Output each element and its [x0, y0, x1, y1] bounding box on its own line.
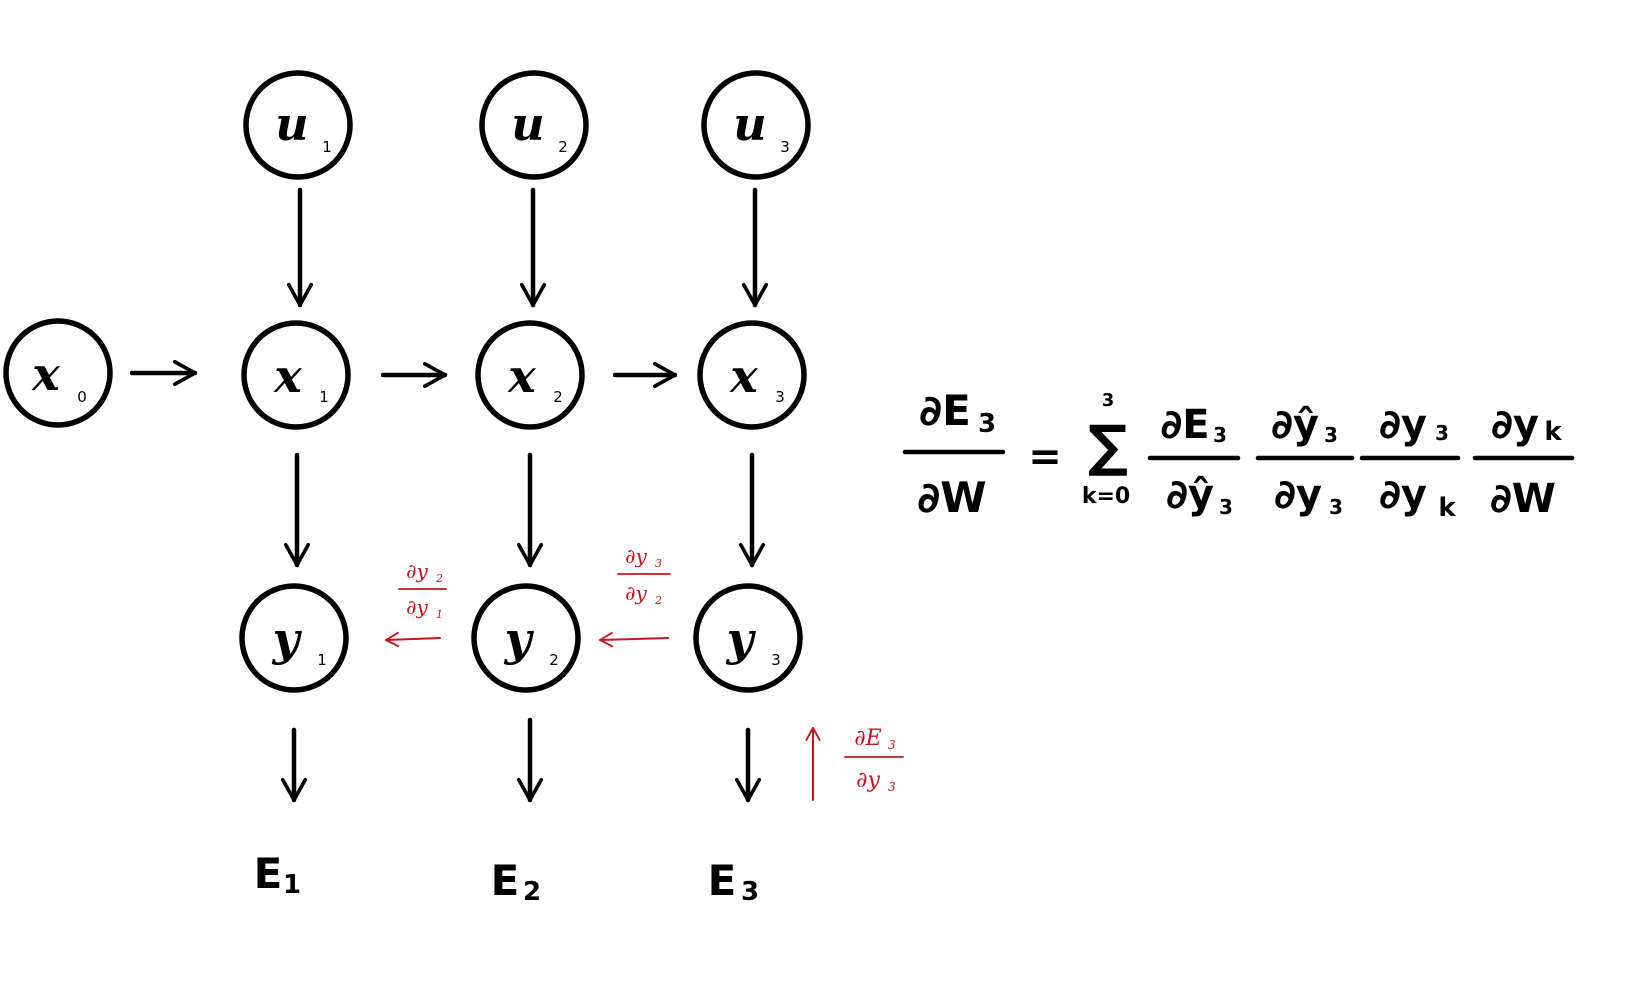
- node-u1-label: u: [275, 97, 308, 151]
- node-y2-sub: 2: [549, 651, 559, 669]
- node-x3-label: x: [729, 349, 758, 403]
- eq-sum-symbol: ∑: [1088, 414, 1128, 479]
- eq-term3-num-sub: 3: [1435, 421, 1449, 445]
- grad-arrow-y2-y1: [385, 631, 441, 648]
- node-u3-label: u: [733, 97, 766, 151]
- grad-label-dy2-dy1-num-sub: 2: [435, 572, 443, 585]
- output-e1: E 1: [254, 849, 301, 900]
- grad-label-dy2-dy1-den-sub: 1: [436, 608, 443, 621]
- node-y1: y 1: [239, 583, 349, 693]
- node-y1-sub: 1: [317, 651, 327, 669]
- chain-rule-equation: ∂E 3 ∂W = 3 ∑ k=0 ∂E 3 ∂ŷ 3 ∂ŷ 3 ∂y 3 ∂y…: [902, 386, 1575, 523]
- node-y3-sub: 3: [771, 651, 781, 669]
- eq-term2-den: ∂y: [1274, 472, 1322, 518]
- eq-sum-upper: 3: [1102, 390, 1115, 411]
- grad-label-dE3-dy3-den: ∂y: [856, 768, 880, 793]
- grad-label-dy3-dy2-num-sub: 3: [655, 557, 662, 570]
- node-x1-label: x: [273, 349, 302, 403]
- node-y3: y 3: [693, 583, 803, 693]
- output-e1-sub: 1: [283, 870, 301, 900]
- eq-term1-num: ∂E: [1160, 402, 1209, 448]
- eq-sum-lower: k=0: [1082, 484, 1130, 509]
- grad-label-dE3-dy3: ∂E 3 ∂y 3: [844, 726, 904, 794]
- gradient-edges: [385, 631, 821, 801]
- grad-label-dy3-dy2-den: ∂y: [625, 581, 647, 605]
- node-x3-sub: 3: [775, 388, 785, 406]
- eq-lhs-num-sub: 3: [978, 409, 996, 439]
- node-x2-sub: 2: [553, 388, 563, 406]
- output-e3: E 3: [708, 856, 759, 907]
- output-e2: E 2: [491, 856, 541, 907]
- eq-term1-den-sub: 3: [1219, 495, 1233, 519]
- node-x0-label: x: [31, 347, 60, 401]
- grad-label-dE3-dy3-num-sub: 3: [888, 738, 896, 752]
- grad-label-dE3-dy3-num: ∂E: [854, 726, 881, 751]
- eq-term2-num-sub: 3: [1324, 423, 1338, 447]
- eq-lhs-den: ∂W: [917, 473, 986, 522]
- node-u2-sub: 2: [558, 138, 568, 156]
- node-x0: x 0: [3, 318, 113, 428]
- output-e2-sub: 2: [523, 877, 541, 907]
- eq-equals: =: [1028, 434, 1062, 480]
- grad-label-dy3-dy2: ∂y 3 ∂y 2: [617, 544, 671, 607]
- eq-term3-den: ∂y: [1379, 472, 1427, 518]
- eq-lhs-num: ∂E: [919, 386, 971, 435]
- output-e2-label: E: [491, 856, 520, 905]
- edges: [129, 187, 769, 803]
- node-x2-label: x: [507, 349, 536, 403]
- eq-term3-num: ∂y: [1379, 402, 1427, 448]
- node-x2: x 2: [475, 320, 585, 430]
- eq-term1-num-sub: 3: [1213, 423, 1227, 447]
- node-u3-sub: 3: [780, 138, 790, 156]
- node-u1-sub: 1: [322, 138, 332, 156]
- grad-label-dy2-dy1-den: ∂y: [406, 595, 428, 619]
- eq-term2-den-sub: 3: [1329, 495, 1343, 519]
- node-y1-label: y: [272, 612, 303, 666]
- grad-label-dy3-dy2-num: ∂y: [625, 544, 647, 568]
- eq-term4-den: ∂W: [1490, 476, 1556, 522]
- grad-arrow-y3-y2: [599, 632, 669, 648]
- eq-term2-num: ∂ŷ: [1271, 402, 1319, 448]
- output-e3-label: E: [708, 856, 737, 905]
- eq-term4-num-sub: k: [1544, 417, 1562, 447]
- node-x0-sub: 0: [77, 388, 87, 406]
- node-u2: u 2: [479, 70, 589, 180]
- output-e1-label: E: [254, 849, 283, 898]
- eq-term1-den: ∂ŷ: [1166, 472, 1214, 518]
- grad-label-dE3-dy3-den-sub: 3: [888, 780, 896, 794]
- eq-term4-num: ∂y: [1491, 402, 1539, 448]
- eq-term3-den-sub: k: [1438, 493, 1456, 523]
- output-e3-sub: 3: [741, 877, 759, 907]
- node-y2: y 2: [471, 583, 581, 693]
- node-u2-label: u: [511, 97, 544, 151]
- node-u3: u 3: [701, 70, 811, 180]
- grad-label-dy2-dy1-num: ∂y: [406, 559, 428, 583]
- node-x1-sub: 1: [319, 388, 329, 406]
- grad-label-dy3-dy2-den-sub: 2: [654, 594, 662, 607]
- node-u1: u 1: [243, 70, 353, 180]
- node-x1: x 1: [241, 320, 351, 430]
- node-y3-label: y: [726, 612, 757, 666]
- node-x3: x 3: [697, 320, 807, 430]
- grad-label-dy2-dy1: ∂y 2 ∂y 1: [398, 559, 447, 621]
- node-y2-label: y: [504, 612, 535, 666]
